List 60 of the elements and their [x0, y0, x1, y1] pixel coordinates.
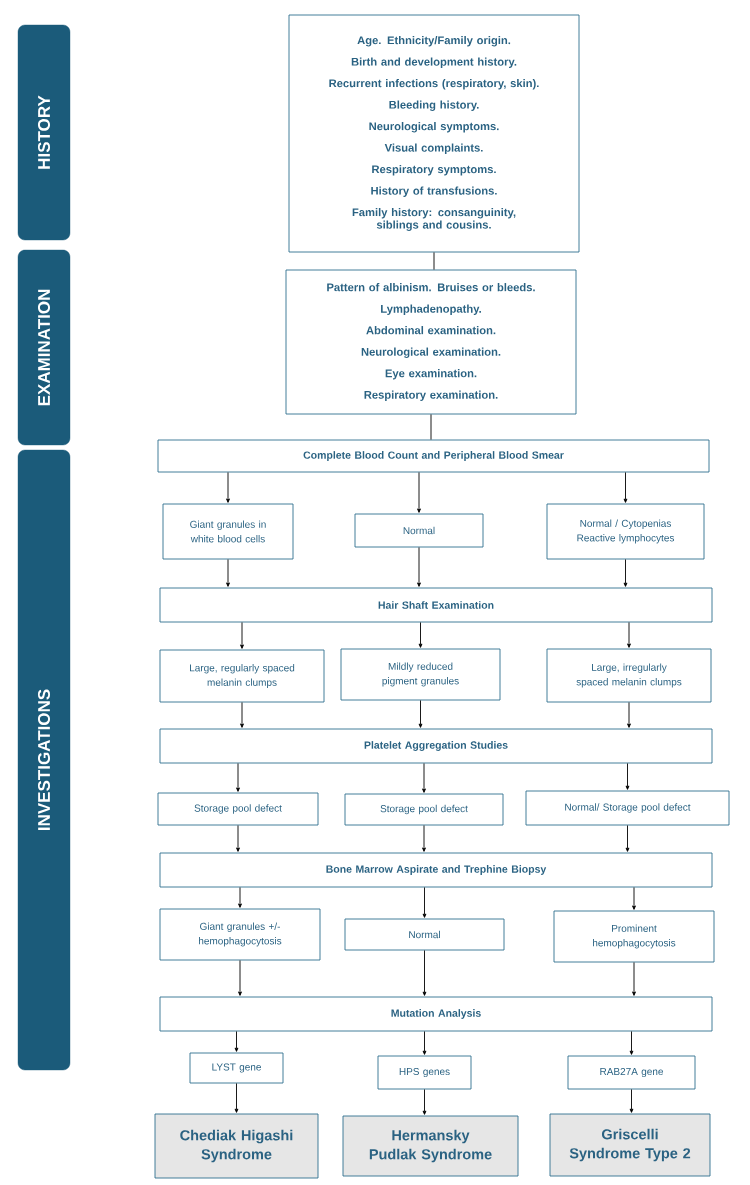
result-box: Prominent hemophagocytosis — [553, 910, 715, 963]
arrow — [236, 763, 240, 792]
arrow — [418, 622, 423, 648]
step-box: Hair Shaft Examination — [159, 587, 713, 623]
arrow — [632, 887, 636, 910]
arrow — [422, 1089, 427, 1115]
section-band: HISTORY — [17, 24, 71, 241]
connector-line — [430, 414, 432, 440]
arrow — [236, 825, 240, 852]
section-band: EXAMINATION — [17, 249, 71, 446]
result-box: Mildly reduced pigment granules — [340, 648, 501, 701]
result-box: Storage pool defect — [157, 792, 319, 826]
step-box: Complete Blood Count and Peripheral Blood Smear — [157, 439, 710, 473]
arrow — [625, 825, 630, 852]
diagnosis-box: Chediak Higashi Syndrome — [154, 1113, 319, 1179]
result-box: RAB27A gene — [567, 1055, 696, 1090]
arrow — [625, 763, 630, 790]
text-box: Age. Ethnicity/Family origin. Birth and development history. Recurrent infections (respiratory, skin). Bleeding history. Neurological symptoms. Visual complaints. Respiratory symptoms. History of transfusions. Family history: consanguinity, siblings and cousins. — [288, 14, 580, 253]
arrow — [240, 622, 244, 649]
arrow — [623, 559, 628, 587]
arrow — [422, 1031, 427, 1055]
step-box: Platelet Aggregation Studies — [159, 728, 713, 764]
arrow — [422, 763, 426, 793]
arrow — [226, 559, 230, 587]
step-box: Mutation Analysis — [159, 996, 713, 1032]
arrow — [632, 962, 636, 996]
result-box: Storage pool defect — [344, 793, 504, 826]
result-box: Giant granules in white blood cells — [162, 503, 294, 560]
arrow — [629, 1031, 634, 1055]
arrow — [629, 1089, 634, 1113]
result-box: LYST gene — [189, 1052, 284, 1084]
arrow — [418, 700, 423, 728]
arrow — [238, 960, 242, 996]
result-box: Large, regularly spaced melanin clumps — [159, 649, 325, 703]
arrow — [417, 547, 421, 587]
result-box: Normal / Cytopenias Reactive lymphocytes — [546, 503, 705, 560]
arrow — [623, 472, 628, 503]
arrow — [234, 1031, 239, 1052]
section-band: INVESTIGATIONS — [17, 449, 71, 1071]
diagnosis-box: Hermansky Pudlak Syndrome — [342, 1115, 519, 1177]
arrow — [422, 887, 427, 918]
arrow — [422, 950, 427, 996]
arrow — [417, 472, 421, 513]
arrow — [226, 472, 230, 503]
arrow — [627, 702, 631, 728]
arrow — [238, 887, 242, 908]
result-box: Giant granules +/- hemophagocytosis — [159, 908, 321, 961]
result-box: Large, irregularly spaced melanin clumps — [546, 648, 712, 703]
text-box: Pattern of albinism. Bruises or bleeds. Lymphadenopathy. Abdominal examination. Neurological examination. Eye examination. Respiratory examination. — [285, 269, 577, 415]
result-box: Normal/ Storage pool defect — [525, 790, 730, 826]
result-box: HPS genes — [377, 1055, 472, 1090]
step-box: Bone Marrow Aspirate and Trephine Biopsy — [159, 852, 713, 888]
result-box: Normal — [354, 513, 484, 548]
arrow — [422, 825, 426, 852]
arrow — [240, 702, 244, 728]
arrow — [627, 622, 631, 648]
connector-line — [433, 252, 435, 270]
diagnosis-box: Griscelli Syndrome Type 2 — [549, 1113, 711, 1177]
arrow — [234, 1083, 239, 1113]
result-box: Normal — [344, 918, 505, 951]
